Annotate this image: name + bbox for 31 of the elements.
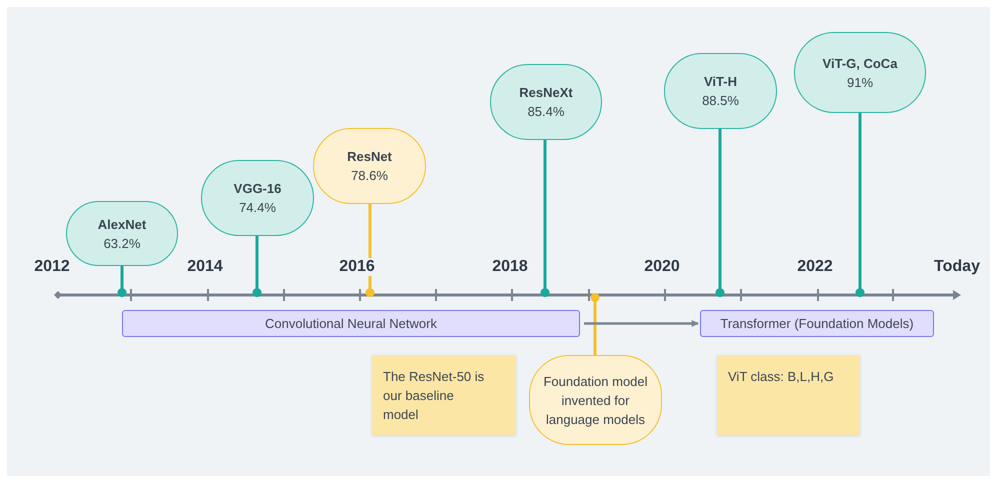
timeline-axis bbox=[53, 289, 961, 301]
band-label: Transformer (Foundation Models) bbox=[720, 316, 914, 331]
sticky-note bbox=[717, 355, 860, 435]
arrow bbox=[584, 320, 699, 327]
bubble-text: Foundation model invented for language models bbox=[542, 372, 649, 428]
accuracy-value: 63.2% bbox=[104, 236, 140, 250]
era-band bbox=[122, 310, 580, 337]
model-name: ViT-G, CoCa bbox=[822, 56, 898, 70]
accuracy-value: 91% bbox=[846, 74, 874, 90]
stem-line bbox=[540, 140, 550, 298]
stem-line bbox=[118, 266, 126, 298]
accuracy-value: 74.4% bbox=[239, 200, 276, 215]
year-label: 2016 bbox=[337, 258, 377, 276]
era-band bbox=[700, 310, 934, 337]
stem-line bbox=[856, 113, 864, 298]
year-label: Today bbox=[932, 258, 982, 276]
stem-line bbox=[716, 129, 724, 298]
model-name: VGG-16 bbox=[234, 181, 282, 196]
stem-line bbox=[252, 236, 262, 298]
model-name: ResNet bbox=[347, 149, 392, 164]
band-label: Convolutional Neural Network bbox=[265, 316, 437, 331]
sticky-note bbox=[372, 355, 516, 435]
model-name: AlexNet bbox=[98, 216, 146, 232]
accuracy-value: 88.5% bbox=[702, 93, 739, 108]
accuracy-value: 78.6% bbox=[351, 168, 388, 183]
model-name: ResNeXt bbox=[519, 85, 573, 100]
model-name: ViT-H bbox=[704, 74, 737, 89]
accuracy-value: 85.4% bbox=[528, 104, 564, 119]
stem-line bbox=[590, 292, 600, 355]
note-text: ViT class: B,L,H,G bbox=[728, 369, 834, 384]
note-text: The ResNet-50 is our baseline model bbox=[383, 369, 484, 422]
